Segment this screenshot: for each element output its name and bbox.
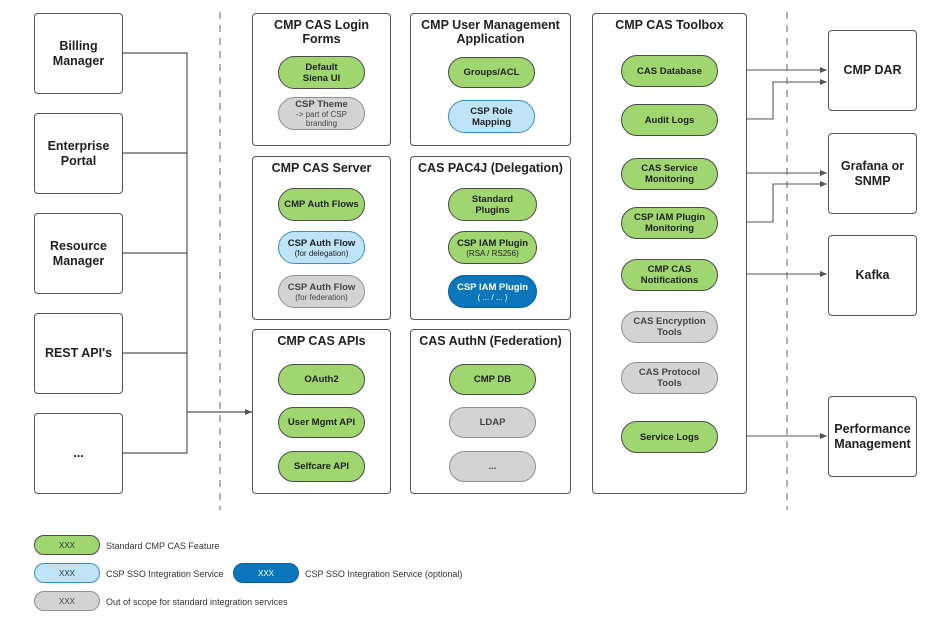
client-resource-manager: Resource Manager — [34, 213, 123, 294]
pill-csp-role-mapping: CSP Role Mapping — [448, 100, 535, 133]
target-performance-management: Performance Management — [828, 396, 917, 477]
client-connectors — [122, 52, 252, 454]
client-more: ... — [34, 413, 123, 494]
pill-standard-plugins: Standard Plugins — [448, 188, 537, 221]
client-billing-manager: Billing Manager — [34, 13, 123, 94]
pill-cas-service-monitoring: CAS Service Monitoring — [621, 158, 718, 190]
pill-ldap: LDAP — [449, 407, 536, 438]
group-title: CAS AuthN (Federation) — [419, 334, 562, 348]
pill-cas-database: CAS Database — [621, 55, 718, 87]
group-pac4j: CAS PAC4J (Delegation) Standard Plugins … — [410, 156, 571, 320]
group-login-forms: CMP CAS Login Forms Default Siena UI CSP… — [252, 13, 391, 146]
legend-pill-standard: XXX — [34, 535, 100, 555]
pill-csp-auth-flow-delegation: CSP Auth Flow (for delegation) — [278, 231, 365, 264]
pill-selfcare-api: Selfcare API — [278, 451, 365, 482]
target-cmp-dar: CMP DAR — [828, 30, 917, 111]
legend-pill-integration: XXX — [34, 563, 100, 583]
group-user-management: CMP User Management Application Groups/A… — [410, 13, 571, 146]
pill-csp-iam-plugin-optional: CSP IAM Plugin ( ... / ... ) — [448, 275, 537, 308]
group-toolbox: CMP CAS Toolbox CAS Database Audit Logs … — [592, 13, 747, 494]
legend-pill-integration-optional: XXX — [233, 563, 299, 583]
pill-audit-logs: Audit Logs — [621, 104, 718, 136]
pill-csp-iam-plugin-rsa: CSP IAM Plugin (RSA / RS256) — [448, 231, 537, 264]
pill-default-siena-ui: Default Siena UI — [278, 56, 365, 89]
pill-service-logs: Service Logs — [621, 421, 718, 453]
pill-csp-theme: CSP Theme -> part of CSP branding — [278, 97, 365, 130]
pill-oauth2: OAuth2 — [278, 364, 365, 395]
group-cas-apis: CMP CAS APIs OAuth2 User Mgmt API Selfca… — [252, 329, 391, 494]
pill-cas-encryption-tools: CAS Encryption Tools — [621, 311, 718, 343]
pill-cmp-db: CMP DB — [449, 364, 536, 395]
legend-text-standard: Standard CMP CAS Feature — [106, 541, 220, 551]
client-enterprise-portal: Enterprise Portal — [34, 113, 123, 194]
pill-cmp-auth-flows: CMP Auth Flows — [278, 188, 365, 221]
group-title: CAS PAC4J (Delegation) — [418, 161, 563, 175]
pill-groups-acl: Groups/ACL — [448, 57, 535, 88]
legend-text-integration-optional: CSP SSO Integration Service (optional) — [305, 569, 463, 579]
group-cas-server: CMP CAS Server CMP Auth Flows CSP Auth F… — [252, 156, 391, 320]
group-title: CMP CAS Toolbox — [615, 18, 724, 32]
pill-cmp-cas-notifications: CMP CAS Notifications — [621, 259, 718, 291]
pill-user-mgmt-api: User Mgmt API — [278, 407, 365, 438]
legend-text-out-of-scope: Out of scope for standard integration se… — [106, 597, 288, 607]
group-title: CMP CAS Server — [271, 161, 372, 175]
group-authn: CAS AuthN (Federation) CMP DB LDAP ... — [410, 329, 571, 494]
group-title: CMP User Management Application — [421, 18, 560, 46]
target-grafana-snmp: Grafana or SNMP — [828, 133, 917, 214]
legend-pill-out-of-scope: XXX — [34, 591, 100, 611]
pill-authn-more: ... — [449, 451, 536, 482]
pill-cas-protocol-tools: CAS Protocol Tools — [621, 362, 718, 394]
client-rest-apis: REST API's — [34, 313, 123, 394]
pill-csp-iam-plugin-monitoring: CSP IAM Plugin Monitoring — [621, 207, 718, 239]
pill-csp-auth-flow-federation: CSP Auth Flow (for federation) — [278, 275, 365, 308]
legend-text-integration: CSP SSO Integration Service — [106, 569, 224, 579]
group-title: CMP CAS APIs — [277, 334, 366, 348]
target-kafka: Kafka — [828, 235, 917, 316]
group-title: CMP CAS Login Forms — [274, 18, 369, 46]
